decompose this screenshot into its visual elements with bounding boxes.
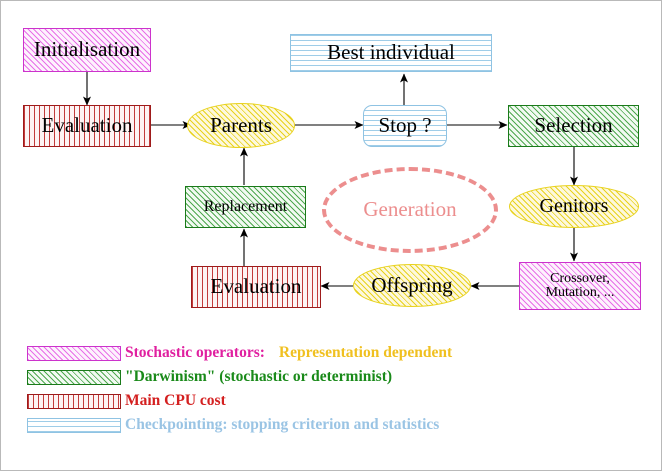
legend-label-cpu-cost: Main CPU cost	[125, 392, 226, 409]
legend-label-stochastic-secondary: Representation dependent	[278, 344, 453, 361]
node-stop[interactable]: Stop ?	[363, 105, 447, 147]
node-crossover-mutation-label: Crossover, Mutation, ...	[545, 270, 615, 300]
node-crossover-mutation[interactable]: Crossover, Mutation, ...	[519, 262, 641, 310]
node-genitors[interactable]: Genitors	[509, 185, 639, 228]
legend-label-stochastic: Stochastic operators: Representation depe…	[125, 344, 452, 362]
node-best-individual-label: Best individual	[327, 40, 455, 65]
legend-row-stochastic: Stochastic operators: Representation depe…	[1, 341, 661, 365]
node-genitors-label: Genitors	[539, 195, 609, 218]
node-offspring-label: Offspring	[371, 272, 453, 297]
legend-label-checkpointing: Checkpointing: stopping criterion and st…	[125, 416, 440, 433]
node-generation: Generation	[322, 167, 498, 253]
legend-row-cpu-cost: Main CPU cost	[1, 389, 661, 413]
legend-label-stochastic-primary: Stochastic operators:	[125, 344, 265, 361]
node-initialisation[interactable]: Initialisation	[23, 28, 151, 72]
node-initialisation-label: Initialisation	[33, 37, 141, 62]
legend-row-darwinism: "Darwinism" (stochastic or determinist)	[1, 365, 661, 389]
legend-swatch-magenta-diagonal-hatch	[27, 346, 121, 361]
node-best-individual[interactable]: Best individual	[290, 34, 492, 72]
node-evaluation-top-label: Evaluation	[41, 113, 133, 138]
legend-swatch-blue-horizontal-hatch	[27, 418, 121, 433]
node-stop-label: Stop ?	[378, 113, 432, 138]
node-generation-label: Generation	[363, 197, 457, 222]
legend-row-checkpointing: Checkpointing: stopping criterion and st…	[1, 413, 661, 437]
node-parents-label: Parents	[210, 112, 272, 137]
node-replacement[interactable]: Replacement	[185, 186, 306, 228]
node-evaluation-bottom[interactable]: Evaluation	[191, 266, 321, 308]
legend-label-darwinism: "Darwinism" (stochastic or determinist)	[125, 368, 393, 385]
node-evaluation-bottom-label: Evaluation	[210, 274, 302, 299]
node-parents[interactable]: Parents	[187, 103, 295, 148]
node-offspring[interactable]: Offspring	[353, 264, 471, 307]
node-selection-label: Selection	[534, 113, 613, 138]
legend-swatch-green-diagonal-hatch	[27, 370, 121, 385]
legend-swatch-red-vertical-hatch	[27, 394, 121, 409]
node-evaluation-top[interactable]: Evaluation	[23, 105, 151, 147]
legend: Stochastic operators: Representation depe…	[1, 341, 661, 437]
node-replacement-label: Replacement	[203, 197, 288, 215]
node-selection[interactable]: Selection	[508, 105, 639, 147]
